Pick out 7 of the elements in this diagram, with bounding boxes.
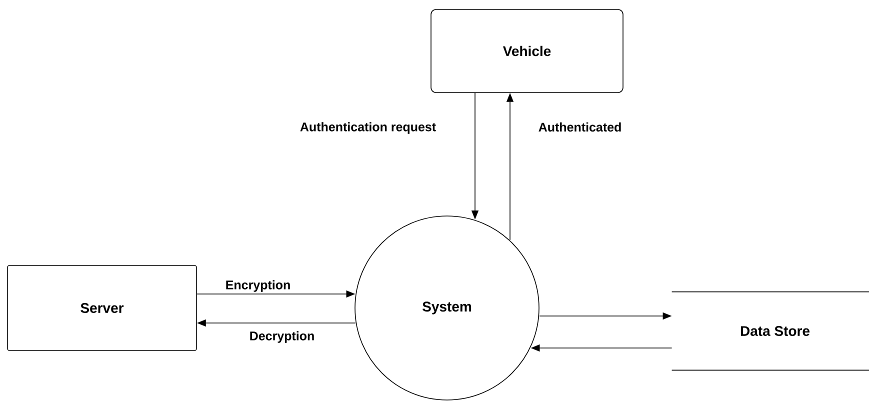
data-store: Data Store [671, 291, 869, 371]
entity-box: Server [7, 265, 197, 351]
edge-label: Authentication request [298, 121, 438, 135]
edge-label: Decryption [248, 330, 316, 344]
edge-label: Encryption [224, 279, 292, 293]
process-box: Vehicle [430, 9, 624, 93]
edge-label: Authenticated [537, 121, 623, 133]
